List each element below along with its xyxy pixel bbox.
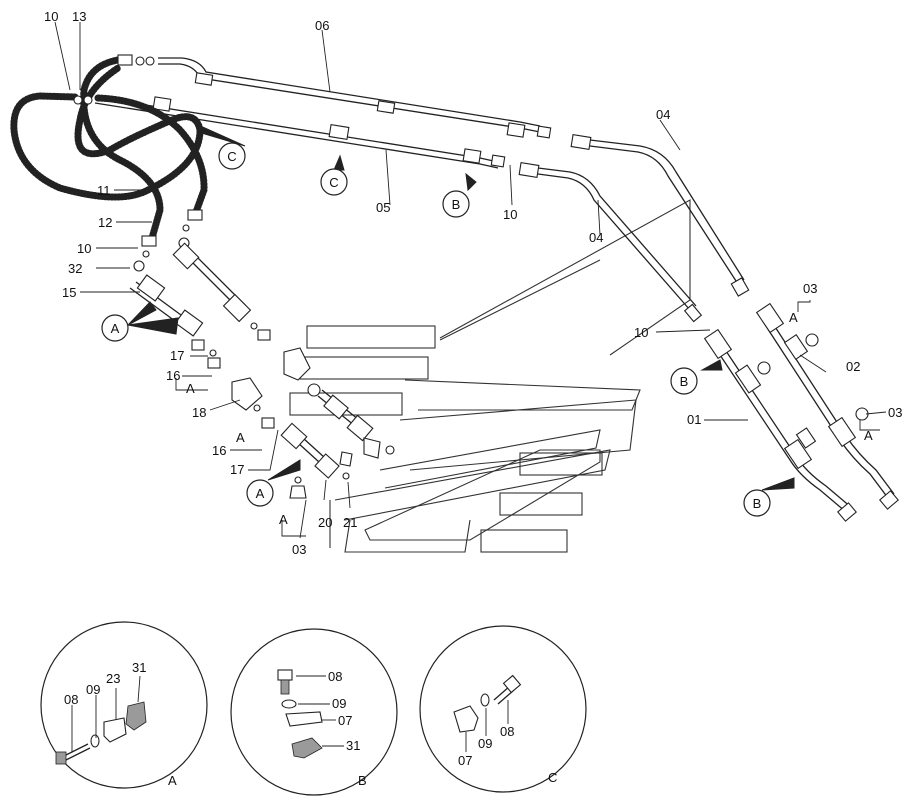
detail-b-label-08: 08 xyxy=(328,669,342,684)
left-valve-assembly xyxy=(129,242,395,499)
label-03-upper-right: 03 xyxy=(803,281,817,296)
label-32: 32 xyxy=(68,261,82,276)
label-02: 02 xyxy=(846,359,860,374)
detail-b-label-31: 31 xyxy=(346,738,360,753)
label-18: 18 xyxy=(192,405,206,420)
a-markers: A A A A A xyxy=(186,310,873,527)
callout-b-right-lower-label: B xyxy=(753,496,762,511)
label-15: 15 xyxy=(62,285,76,300)
callout-a-upper: A xyxy=(101,314,129,342)
chassis-background xyxy=(289,199,691,553)
right-pipe-02 xyxy=(755,302,899,510)
a-marker-4: A xyxy=(789,310,798,325)
callout-c-mid-label: C xyxy=(329,175,338,190)
label-17-upper: 17 xyxy=(170,348,184,363)
detail-c-title: C xyxy=(548,770,557,785)
callout-b-right-lower: B xyxy=(743,489,771,517)
callout-b-right-upper: B xyxy=(670,367,698,395)
callout-a-upper-label: A xyxy=(111,321,120,336)
a-marker-1: A xyxy=(186,381,195,396)
detail-b-label-07: 07 xyxy=(338,713,352,728)
a-marker-5: A xyxy=(864,428,873,443)
label-04-mid: 04 xyxy=(589,230,603,245)
label-13: 13 xyxy=(72,9,86,24)
label-12: 12 xyxy=(98,215,112,230)
detail-a-title: A xyxy=(168,773,177,788)
callout-b-right-upper-label: B xyxy=(680,374,689,389)
label-05: 05 xyxy=(376,200,390,215)
part-labels: 10 13 06 04 05 10 04 11 12 10 32 15 17 1… xyxy=(44,9,902,557)
label-04-top: 04 xyxy=(656,107,670,122)
a-marker-3: A xyxy=(279,512,288,527)
hose-12 xyxy=(80,56,208,242)
pipe-04-inner xyxy=(518,162,703,323)
detail-a-label-09: 09 xyxy=(86,682,100,697)
label-03-right: 03 xyxy=(888,405,902,420)
right-pipe-01 xyxy=(703,328,857,522)
view-pointers xyxy=(127,123,795,491)
label-01: 01 xyxy=(687,412,701,427)
label-10-top: 10 xyxy=(44,9,58,24)
pipe-06 xyxy=(158,57,552,139)
callout-c-left-label: C xyxy=(227,149,236,164)
label-20: 20 xyxy=(318,515,332,530)
detail-b-label-09: 09 xyxy=(332,696,346,711)
callout-c-mid: C xyxy=(320,168,348,196)
detail-view-c: 07 09 08 C xyxy=(419,625,587,793)
callout-a-lower: A xyxy=(246,479,274,507)
label-06: 06 xyxy=(315,18,329,33)
leader-lines xyxy=(54,21,887,539)
hose-fittings xyxy=(73,54,203,272)
detail-a-label-31: 31 xyxy=(132,660,146,675)
label-16-lower: 16 xyxy=(212,443,226,458)
callout-a-lower-label: A xyxy=(256,486,265,501)
callout-c-left: C xyxy=(218,142,246,170)
view-callouts: A C C B B B A xyxy=(101,142,771,517)
label-21: 21 xyxy=(343,515,357,530)
callout-b-mid-label: B xyxy=(452,197,461,212)
detail-c-label-07: 07 xyxy=(458,753,472,768)
pipe-04-outer xyxy=(570,134,750,297)
callout-b-mid: B xyxy=(442,190,470,218)
label-10-left: 10 xyxy=(77,241,91,256)
detail-view-b: 08 09 07 31 B xyxy=(230,628,398,796)
hose-11 xyxy=(10,64,204,201)
pipe-05 xyxy=(94,96,506,169)
detail-c-label-09: 09 xyxy=(478,736,492,751)
detail-b-title: B xyxy=(358,773,367,788)
a-marker-2: A xyxy=(236,430,245,445)
detail-c-label-08: 08 xyxy=(500,724,514,739)
label-10-right: 10 xyxy=(634,325,648,340)
label-17-lower: 17 xyxy=(230,462,244,477)
detail-a-label-08: 08 xyxy=(64,692,78,707)
label-16-upper: 16 xyxy=(166,368,180,383)
label-03-lower: 03 xyxy=(292,542,306,557)
detail-a-label-23: 23 xyxy=(106,671,120,686)
label-10-mid: 10 xyxy=(503,207,517,222)
label-11: 11 xyxy=(97,183,111,198)
detail-view-a: 08 09 23 31 A xyxy=(40,621,208,789)
